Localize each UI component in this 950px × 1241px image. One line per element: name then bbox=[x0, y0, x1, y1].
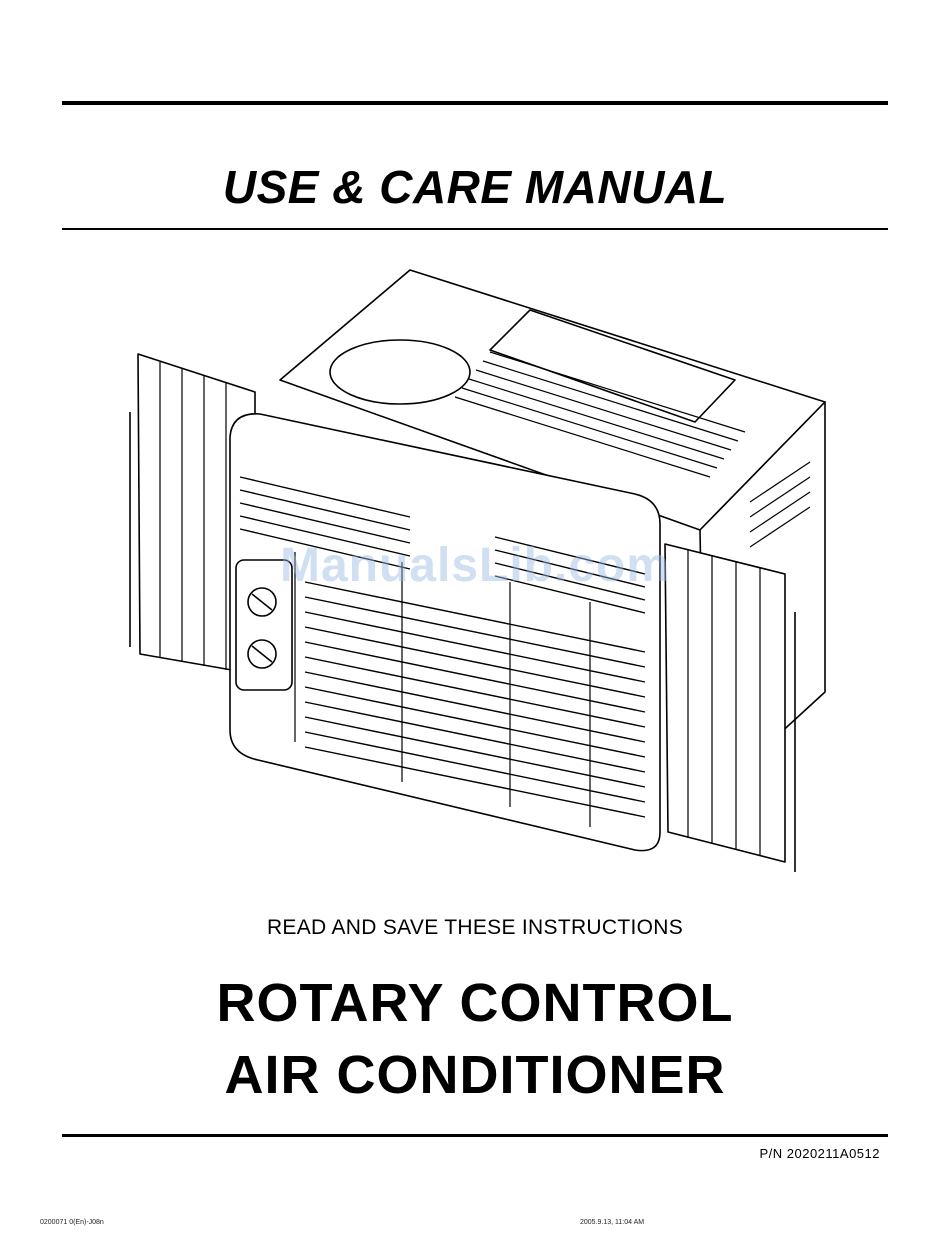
manual-title: USE & CARE MANUAL bbox=[0, 160, 950, 214]
title-underline bbox=[62, 228, 888, 230]
instructions-note: READ AND SAVE THESE INSTRUCTIONS bbox=[0, 916, 950, 940]
footer-file-code: 0200071 0(En)-J08n bbox=[40, 1219, 104, 1226]
product-title-line-1: ROTARY CONTROL bbox=[0, 972, 950, 1034]
watermark-text: ManualsLib.com bbox=[0, 538, 950, 593]
part-number: P/N 2020211A0512 bbox=[759, 1146, 880, 1161]
product-title-line-2: AIR CONDITIONER bbox=[0, 1044, 950, 1106]
bottom-rule bbox=[62, 1134, 888, 1137]
top-rule bbox=[62, 101, 888, 105]
footer-timestamp: 2005.9.13, 11:04 AM bbox=[580, 1219, 644, 1226]
